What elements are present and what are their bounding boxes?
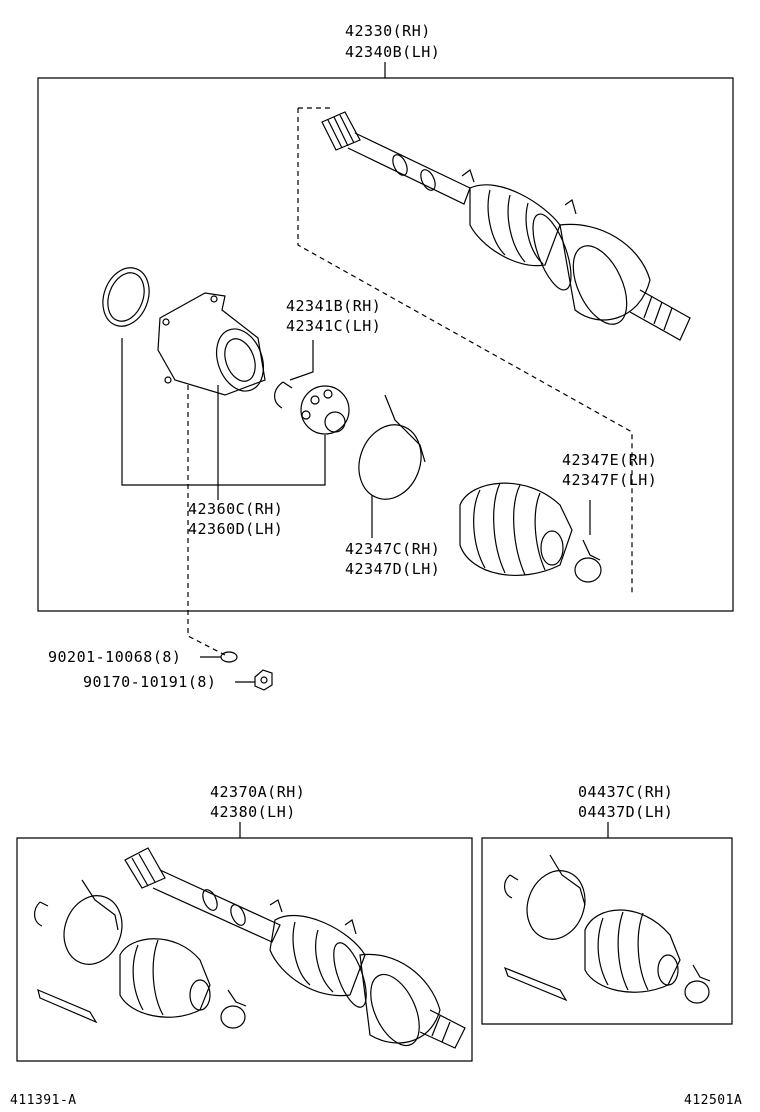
bottom-right-lh-label: 04437D(LH) (578, 803, 674, 821)
joint-lh-label: 42360D(LH) (188, 520, 284, 538)
band-large-lh-label: 42347D(LH) (345, 560, 441, 578)
washer-part (221, 652, 237, 662)
top-group-rh-label: 42330(RH) (345, 22, 431, 40)
bottom-left-kit-parts (35, 880, 246, 1028)
snap-clip-part (275, 382, 292, 408)
small-band-clamp-part (575, 540, 601, 582)
top-group-lh-label: 42340B(LH) (345, 43, 441, 61)
o-ring-part (95, 261, 157, 332)
bottom-left-lh-label: 42380(LH) (210, 803, 296, 821)
joint-housing-part (158, 293, 272, 398)
band-large-rh-label: 42347C(RH) (345, 540, 441, 558)
bottom-right-group-frame (482, 838, 732, 1024)
clip-rh-label: 42341B(RH) (286, 297, 382, 315)
top-group-frame (38, 78, 733, 611)
nut-label: 90170-10191(8) (83, 673, 217, 691)
band-small-rh-label: 42347E(RH) (562, 451, 658, 469)
joint-rh-label: 42360C(RH) (188, 500, 284, 518)
footer-right-code: 412501A (684, 1093, 743, 1108)
bottom-right-rh-label: 04437C(RH) (578, 783, 674, 801)
drive-shaft-assembly (298, 108, 690, 595)
large-band-clamp-part (349, 395, 431, 508)
footer-left-code: 411391-A (10, 1093, 77, 1108)
clip-lh-label: 42341C(LH) (286, 317, 382, 335)
band-small-lh-label: 42347F(LH) (562, 471, 658, 489)
washer-label: 90201-10068(8) (48, 648, 182, 666)
tripod-spider-part (301, 386, 349, 434)
bottom-left-rh-label: 42370A(RH) (210, 783, 306, 801)
bottom-left-shaft-assembly (125, 848, 465, 1053)
bottom-right-kit-parts (505, 855, 710, 1003)
bottom-left-group-frame (17, 838, 472, 1061)
nut-part (255, 670, 272, 690)
boot-part (460, 483, 572, 575)
